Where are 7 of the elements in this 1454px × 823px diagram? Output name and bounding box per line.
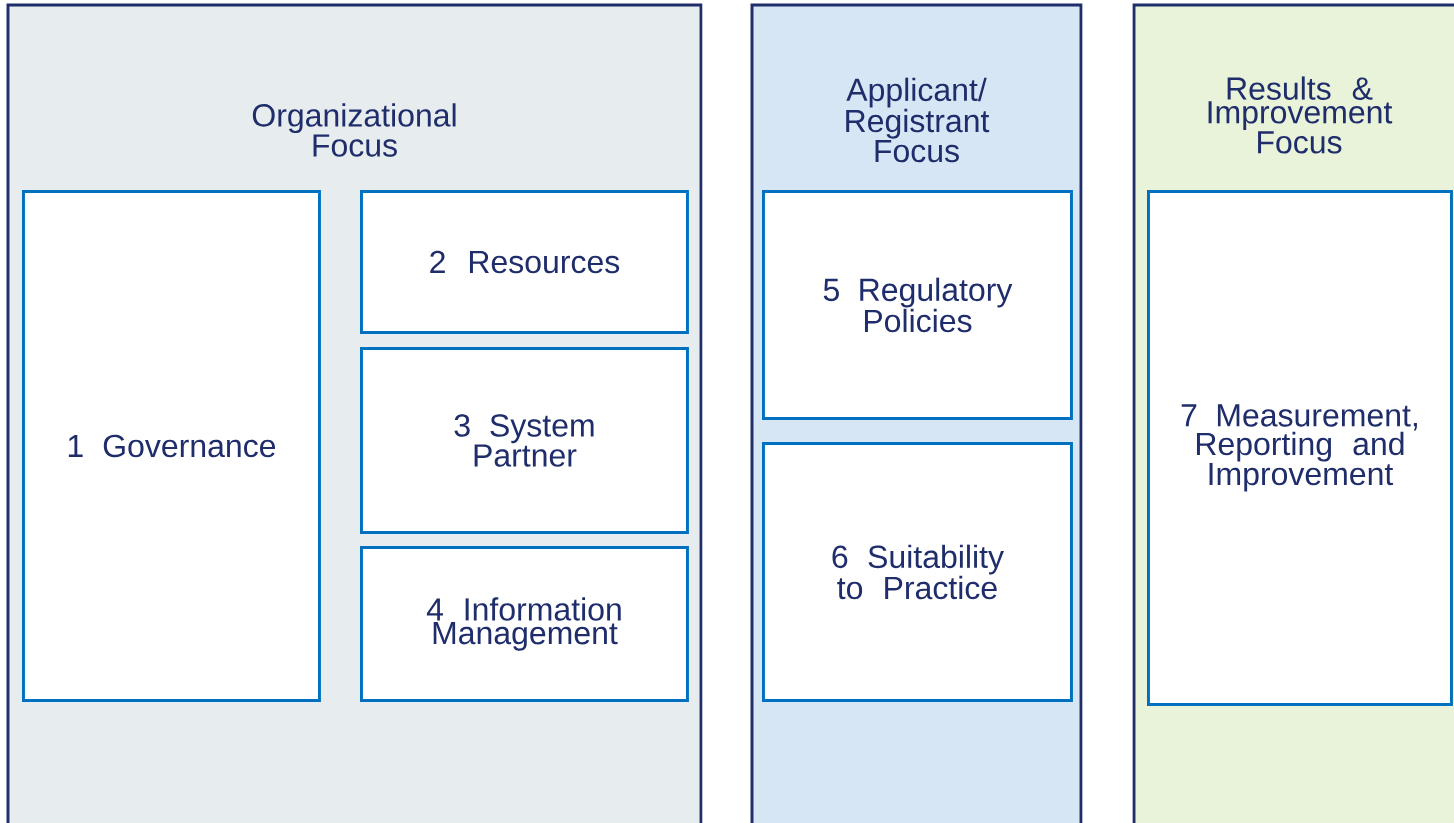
category-box: 1 Governance <box>22 190 321 702</box>
category-box: 5 Regulatory Policies <box>762 190 1073 420</box>
category-box: 4 Information Management <box>360 546 689 702</box>
category-box: 2 Resources <box>360 190 689 334</box>
category-box: 6 Suitability to Practice <box>762 442 1073 702</box>
category-box: 3 System Partner <box>360 347 689 534</box>
category-box: 7 Measurement, Reporting and Improvement <box>1147 190 1453 706</box>
